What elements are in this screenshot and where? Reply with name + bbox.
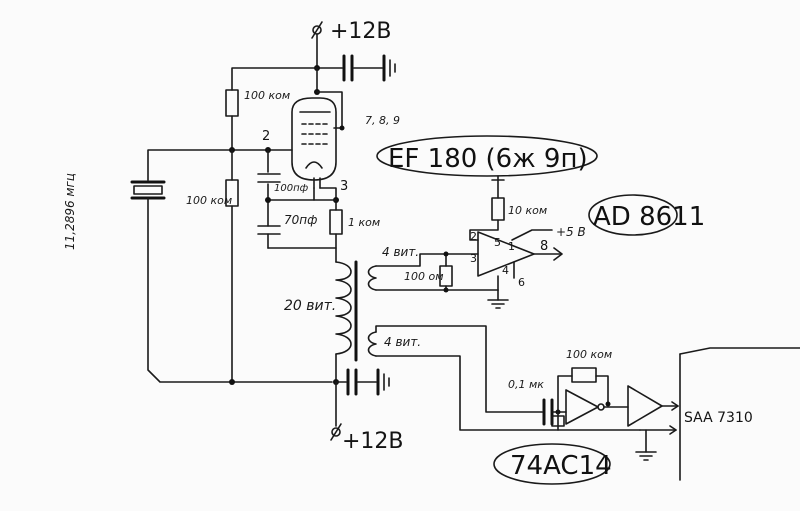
receiver-chip-label: SAA 7310 bbox=[684, 410, 753, 426]
opamp-type-label: AD 8611 bbox=[593, 202, 705, 232]
main-coil bbox=[335, 261, 352, 355]
opamp-supply-label: +5 В bbox=[556, 225, 586, 239]
tube-pin3-label: 3 bbox=[340, 179, 348, 194]
opamp-pin1-label: 1 bbox=[508, 240, 515, 253]
cathode-resistor bbox=[329, 209, 343, 235]
anode-resistor-label: 100 ком bbox=[244, 89, 290, 102]
opamp-resistor bbox=[491, 197, 505, 221]
node-load-bottom bbox=[443, 287, 449, 293]
node-cathode bbox=[265, 197, 271, 203]
main-coil-label: 20 вит. bbox=[284, 298, 336, 314]
node-ground-left bbox=[229, 379, 235, 385]
wire-crystal-bottom bbox=[147, 197, 333, 383]
secondary-coil-2 bbox=[367, 331, 377, 357]
top-supply-label: +12В bbox=[330, 19, 392, 44]
receiver-chip-top bbox=[679, 347, 800, 355]
wire-crystal-top bbox=[147, 149, 269, 181]
wire-anode-res-top bbox=[231, 67, 318, 91]
inverter-type-label: 74AC14 bbox=[510, 451, 612, 481]
opamp-type-bubble bbox=[588, 194, 678, 236]
capacitor-100pf-label: 100пф bbox=[274, 183, 309, 194]
anode-resistor bbox=[225, 89, 239, 117]
opamp-pin4-label: 4 bbox=[502, 264, 509, 277]
bottom-supply-terminal bbox=[330, 423, 342, 441]
tube-type-label: EF 180 (6ж 9п) bbox=[388, 144, 588, 174]
pentode-tube bbox=[291, 97, 345, 189]
receiver-in-arrow bbox=[671, 401, 679, 411]
opamp-pin6-label: 6 bbox=[518, 276, 525, 289]
inverter-gate-2 bbox=[627, 385, 663, 427]
wire-feedback-left bbox=[557, 375, 573, 413]
opamp-resistor-label: 10 ком bbox=[508, 204, 547, 217]
receiver-ground-arrow bbox=[669, 425, 677, 435]
load-resistor-label: 100 ом bbox=[404, 270, 444, 283]
secondary-coil-1-label: 4 вит. bbox=[382, 245, 419, 259]
opamp-output-pin-label: 8 bbox=[540, 239, 548, 254]
bottom-supply-label: +12В bbox=[342, 429, 404, 454]
capacitor-70pf-label: 70пф bbox=[284, 213, 317, 227]
tube-pin2-label: 2 bbox=[262, 129, 270, 144]
wire-feedback-right bbox=[595, 375, 609, 405]
tube-pins-label: 7, 8, 9 bbox=[365, 114, 400, 127]
feedback-resistor-label: 100 ком bbox=[566, 348, 612, 361]
top-bypass-capacitor bbox=[316, 54, 396, 82]
bias-element bbox=[551, 415, 565, 427]
op-amp bbox=[469, 219, 563, 309]
node-inverter-out bbox=[605, 401, 611, 407]
node-load-top bbox=[443, 251, 449, 257]
input-capacitor bbox=[542, 398, 554, 426]
inverter-type-bubble bbox=[493, 443, 611, 485]
wire-sec2-top bbox=[375, 325, 543, 413]
grid-resistor-label: 100 ком bbox=[186, 194, 232, 207]
wire-sec1-top bbox=[375, 253, 479, 267]
opamp-pin5-label: 5 bbox=[494, 236, 501, 249]
wire-sec2-bottom bbox=[375, 355, 641, 431]
opamp-pin2-label: 2 bbox=[470, 230, 477, 243]
top-supply-terminal bbox=[311, 21, 323, 69]
feedback-resistor bbox=[571, 367, 597, 383]
secondary-coil-2-label: 4 вит. bbox=[384, 335, 421, 349]
crystal-frequency-label: 11,2896 мгц bbox=[63, 173, 77, 250]
tube-type-bubble bbox=[376, 135, 598, 177]
input-capacitor-label: 0,1 мк bbox=[508, 378, 544, 391]
cathode-resistor-label: 1 ком bbox=[348, 216, 380, 229]
bottom-bypass-capacitor bbox=[335, 368, 390, 396]
opamp-pin3-label: 3 bbox=[470, 252, 477, 265]
inverter-gate-1 bbox=[565, 389, 605, 425]
secondary-coil-1 bbox=[367, 265, 377, 291]
wire-screen-grid bbox=[316, 91, 343, 129]
crystal-resonator bbox=[130, 180, 166, 200]
